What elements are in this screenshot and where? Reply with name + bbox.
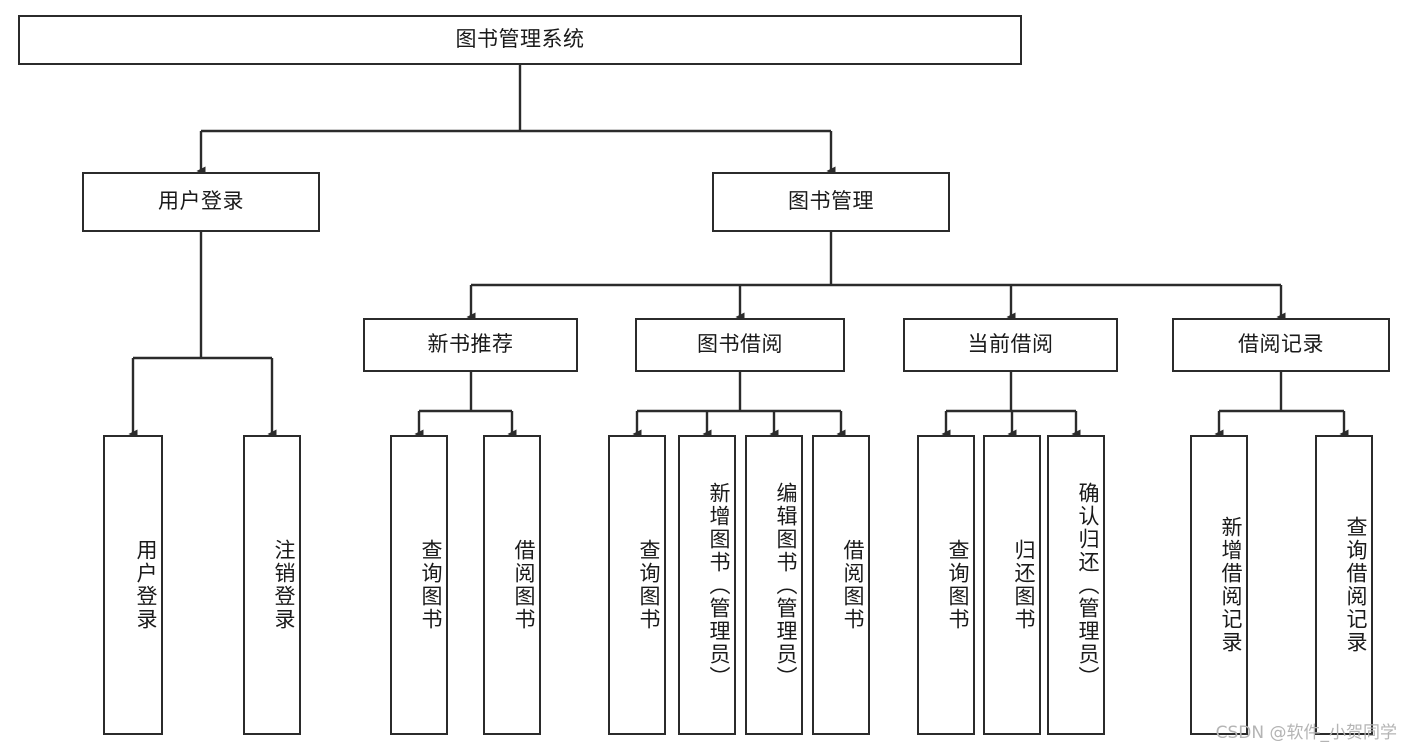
node-leaf-cb-return[interactable]: 归还图书	[983, 435, 1041, 735]
node-root[interactable]: 图书管理系统	[18, 15, 1022, 65]
node-leaf-user-login[interactable]: 用户登录	[103, 435, 163, 735]
node-leaf-user-logout[interactable]: 注销登录	[243, 435, 301, 735]
node-leaf-br-add[interactable]: 新增借阅记录	[1190, 435, 1248, 735]
node-leaf-cb-query[interactable]: 查询图书	[917, 435, 975, 735]
node-leaf-rec-borrow[interactable]: 借阅图书	[483, 435, 541, 735]
node-label: 查询图书	[637, 539, 661, 631]
node-leaf-rec-query[interactable]: 查询图书	[390, 435, 448, 735]
node-label: 当前借阅	[967, 332, 1054, 357]
node-current-borrow[interactable]: 当前借阅	[903, 318, 1118, 372]
csdn-watermark: CSDN @软件_小贺同学	[1215, 723, 1397, 743]
node-leaf-cb-confirm[interactable]: 确认归还（管理员）	[1047, 435, 1105, 735]
node-label: 归还图书	[1012, 539, 1036, 631]
node-leaf-br-query[interactable]: 查询借阅记录	[1315, 435, 1373, 735]
node-label: 图书借阅	[697, 332, 783, 357]
node-label: 借阅图书	[841, 539, 865, 631]
node-user-login[interactable]: 用户登录	[82, 172, 320, 232]
node-label: 借阅图书	[512, 539, 536, 631]
node-label: 查询图书	[946, 539, 970, 631]
node-label: 图书管理系统	[455, 27, 585, 52]
node-label: 新增图书（管理员）	[707, 481, 731, 689]
node-label: 用户登录	[158, 189, 244, 214]
node-leaf-bb-add[interactable]: 新增图书（管理员）	[678, 435, 736, 735]
node-label: 查询图书	[419, 539, 443, 631]
node-leaf-bb-edit[interactable]: 编辑图书（管理员）	[745, 435, 803, 735]
node-label: 查询借阅记录	[1344, 516, 1368, 654]
node-leaf-bb-borrow[interactable]: 借阅图书	[812, 435, 870, 735]
node-label: 用户登录	[134, 539, 158, 631]
node-new-book-rec[interactable]: 新书推荐	[363, 318, 578, 372]
node-leaf-bb-query[interactable]: 查询图书	[608, 435, 666, 735]
node-borrow-record[interactable]: 借阅记录	[1172, 318, 1390, 372]
node-label: 注销登录	[272, 539, 296, 631]
node-book-manage[interactable]: 图书管理	[712, 172, 950, 232]
node-book-borrow[interactable]: 图书借阅	[635, 318, 845, 372]
node-label: 确认归还（管理员）	[1076, 481, 1100, 689]
node-label: 图书管理	[788, 189, 874, 214]
node-label: 新书推荐	[427, 332, 514, 357]
node-label: 借阅记录	[1238, 332, 1324, 357]
node-label: 编辑图书（管理员）	[774, 481, 798, 689]
node-label: 新增借阅记录	[1219, 516, 1243, 654]
